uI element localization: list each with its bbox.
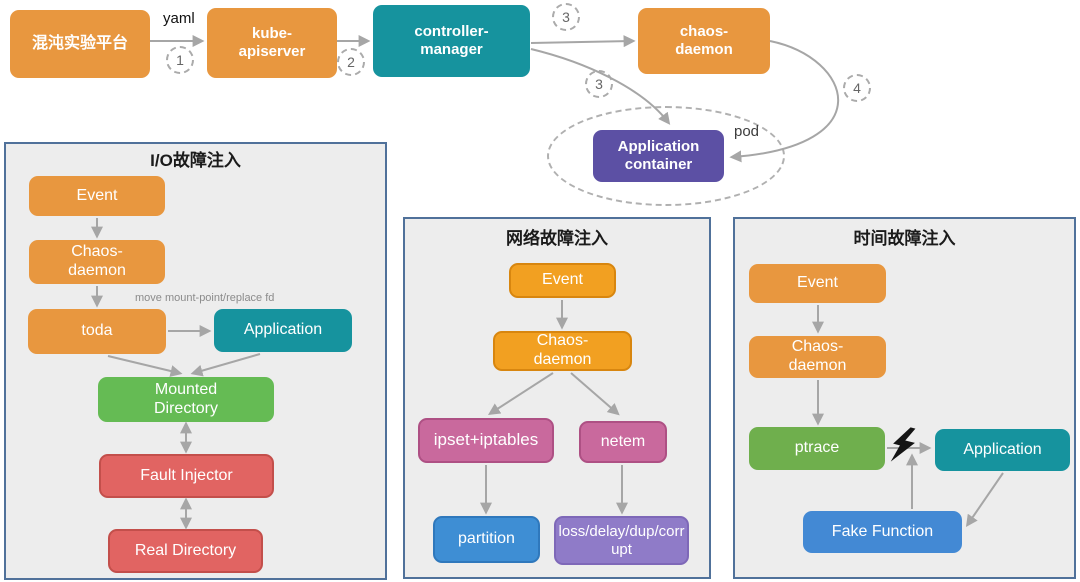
network-panel-title: 网络故障注入 — [506, 229, 608, 248]
net-node-netem: netem — [579, 421, 667, 463]
node-application-container: Application container — [593, 130, 724, 182]
net-node-ipset-iptables: ipset+iptables — [418, 418, 554, 463]
time-node-application: Application — [935, 429, 1070, 471]
pod-label: pod — [734, 123, 760, 140]
yaml-label: yaml — [163, 10, 195, 27]
io-node-chaos-daemon: Chaos- daemon — [29, 240, 165, 284]
step-circle-3a: 3 — [552, 3, 580, 31]
io-node-toda: toda — [28, 309, 166, 354]
node-chaos-daemon-top: chaos- daemon — [638, 8, 770, 74]
net-node-loss-delay: loss/delay/dup/corrupt — [554, 516, 689, 565]
step-circle-1: 1 — [166, 46, 194, 74]
io-panel-title: I/O故障注入 — [150, 151, 241, 170]
time-node-chaos-daemon: Chaos- daemon — [749, 336, 886, 378]
step-circle-2: 2 — [337, 48, 365, 76]
net-node-partition: partition — [433, 516, 540, 563]
io-node-application: Application — [214, 309, 352, 352]
io-node-event: Event — [29, 176, 165, 216]
time-node-event: Event — [749, 264, 886, 303]
node-kube-apiserver: kube- apiserver — [207, 8, 337, 78]
io-node-fault-injector: Fault Injector — [99, 454, 274, 498]
io-node-mounted-directory: Mounted Directory — [98, 377, 274, 422]
node-controller-manager: controller- manager — [373, 5, 530, 77]
io-node-real-directory: Real Directory — [108, 529, 263, 573]
net-node-chaos-daemon: Chaos- daemon — [493, 331, 632, 371]
step-circle-3b: 3 — [585, 70, 613, 98]
step-circle-4: 4 — [843, 74, 871, 102]
io-edge-label: move mount-point/replace fd — [135, 292, 275, 304]
node-chaos-platform: 混沌实验平台 — [10, 10, 150, 78]
time-panel-title: 时间故障注入 — [853, 229, 956, 248]
time-node-ptrace: ptrace — [749, 427, 885, 470]
net-node-event: Event — [509, 263, 616, 298]
time-node-fake-function: Fake Function — [803, 511, 962, 553]
